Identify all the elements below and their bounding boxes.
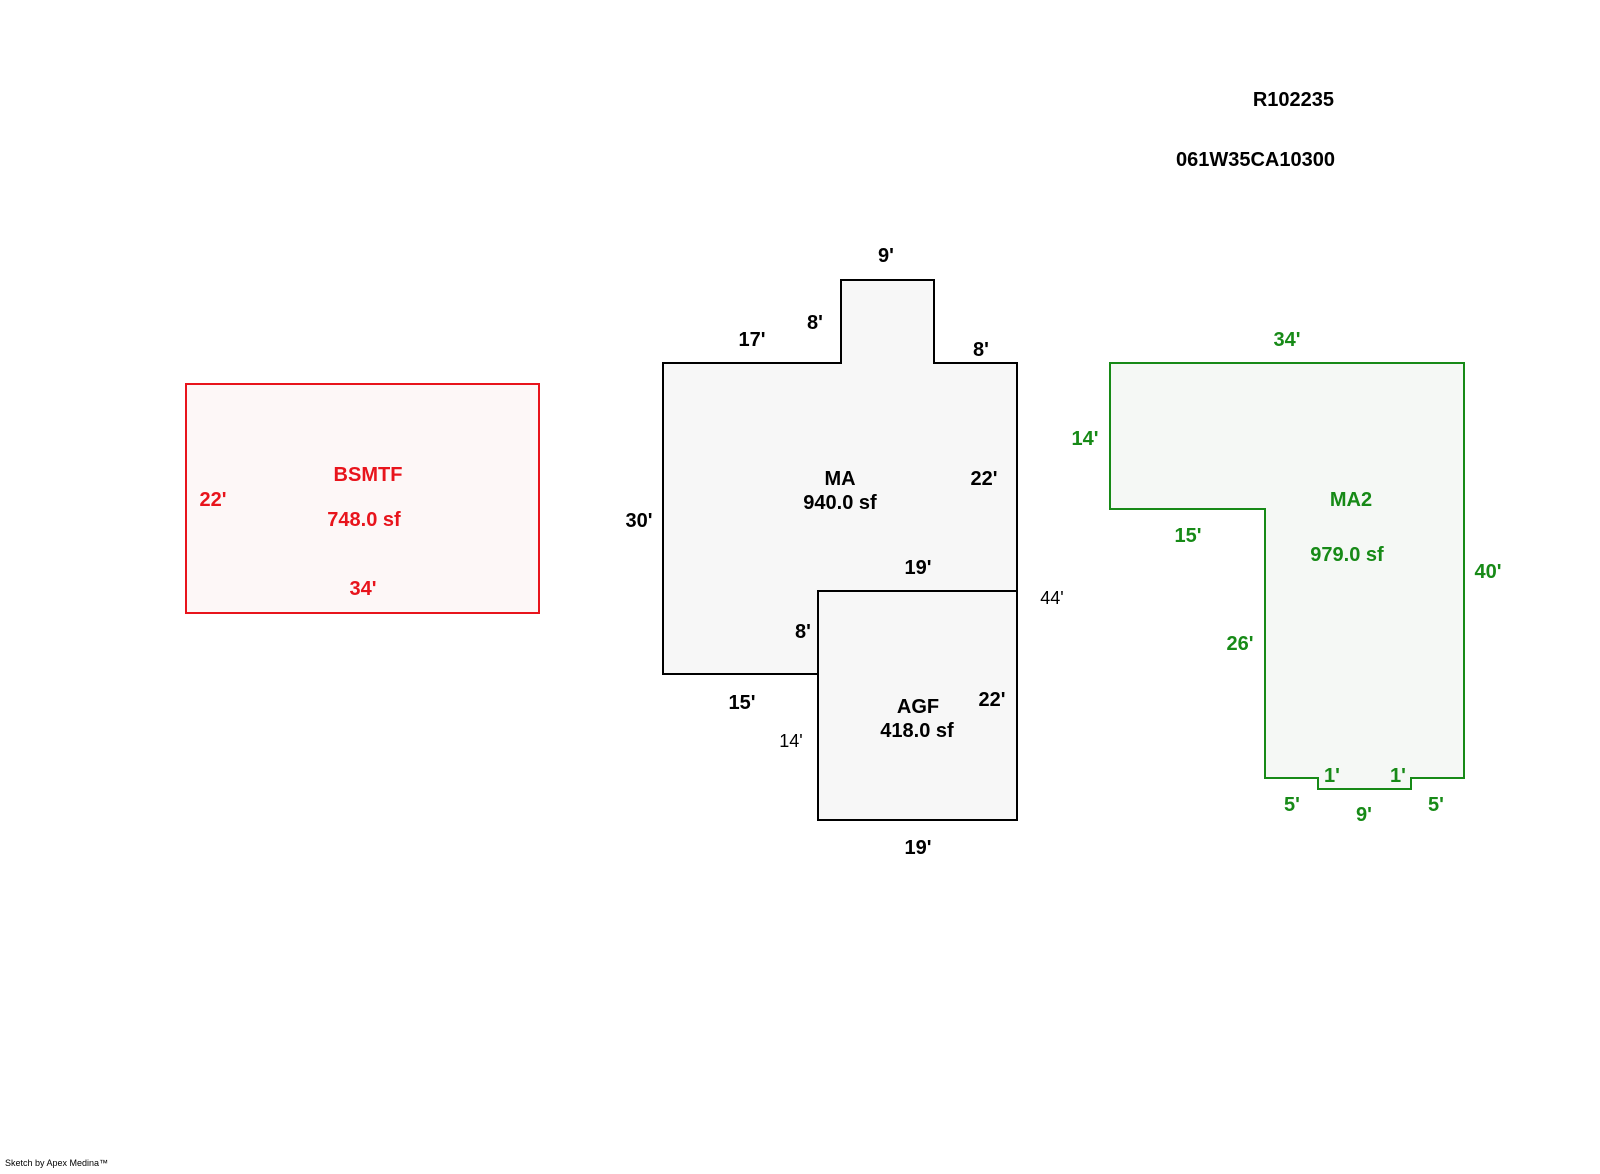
sketch-credit: Sketch by Apex Medina™	[5, 1158, 109, 1168]
agf-area: AGF 418.0 sf 22' 19'	[817, 590, 1018, 859]
ma-area: MA 940.0 sf 9' 17' 8' 8' 22' 30' 19' 8' …	[625, 245, 1063, 751]
ma-dim-left: 30'	[625, 510, 652, 532]
ma2-dim-step-left: 1'	[1324, 765, 1340, 787]
ma-outline	[662, 279, 1018, 675]
ma2-code: MA2	[1330, 489, 1372, 511]
ma2-outline	[1109, 362, 1465, 790]
bsmtf-outline	[185, 383, 540, 614]
map-tax-lot: 061W35CA10300	[1176, 149, 1335, 171]
ma-dim-top-left: 17'	[738, 329, 765, 351]
ma-dim-bump-right: 8'	[973, 339, 989, 361]
agf-dim-right: 22'	[978, 689, 1005, 711]
ma2-area-value: 979.0 sf	[1310, 544, 1384, 566]
bsmtf-area-value: 748.0 sf	[327, 509, 401, 531]
ma2-dim-bottom-left: 5'	[1284, 794, 1300, 816]
ma2-dim-step-right: 1'	[1390, 765, 1406, 787]
ma2-dim-bottom-right: 5'	[1428, 794, 1444, 816]
bsmtf-code: BSMTF	[334, 464, 403, 486]
ma2-dim-right: 40'	[1474, 561, 1501, 583]
ma-dim-bump-left: 8'	[807, 312, 823, 334]
account-number: R102235	[1253, 89, 1334, 111]
ma-dim-overall-left: 14'	[779, 731, 802, 751]
agf-area-value: 418.0 sf	[880, 720, 954, 742]
ma-dim-mid: 19'	[904, 557, 931, 579]
ma-code: MA	[824, 468, 855, 490]
ma2-dim-left-top: 14'	[1071, 428, 1098, 450]
agf-outline	[817, 590, 1018, 821]
bsmtf-area: BSMTF 748.0 sf 22' 34'	[185, 383, 540, 614]
ma2-area: MA2 979.0 sf 34' 14' 15' 26' 40' 5' 9' 5…	[1071, 329, 1501, 826]
agf-code: AGF	[897, 696, 939, 718]
ma-dim-bump-top: 9'	[878, 245, 894, 267]
ma2-dim-top: 34'	[1273, 329, 1300, 351]
ma-dim-overall-right: 44'	[1040, 588, 1063, 608]
ma2-dim-bottom-mid: 9'	[1356, 804, 1372, 826]
agf-dim-bottom: 19'	[904, 837, 931, 859]
ma2-dim-inner: 15'	[1174, 525, 1201, 547]
ma-dim-right: 22'	[970, 468, 997, 490]
bsmtf-dim-bottom: 34'	[349, 578, 376, 600]
bsmtf-dim-left: 22'	[199, 489, 226, 511]
ma-area-value: 940.0 sf	[803, 492, 877, 514]
ma-dim-notch: 8'	[795, 621, 811, 643]
ma-dim-bottom-left: 15'	[728, 692, 755, 714]
ma2-dim-inner-side: 26'	[1226, 633, 1253, 655]
